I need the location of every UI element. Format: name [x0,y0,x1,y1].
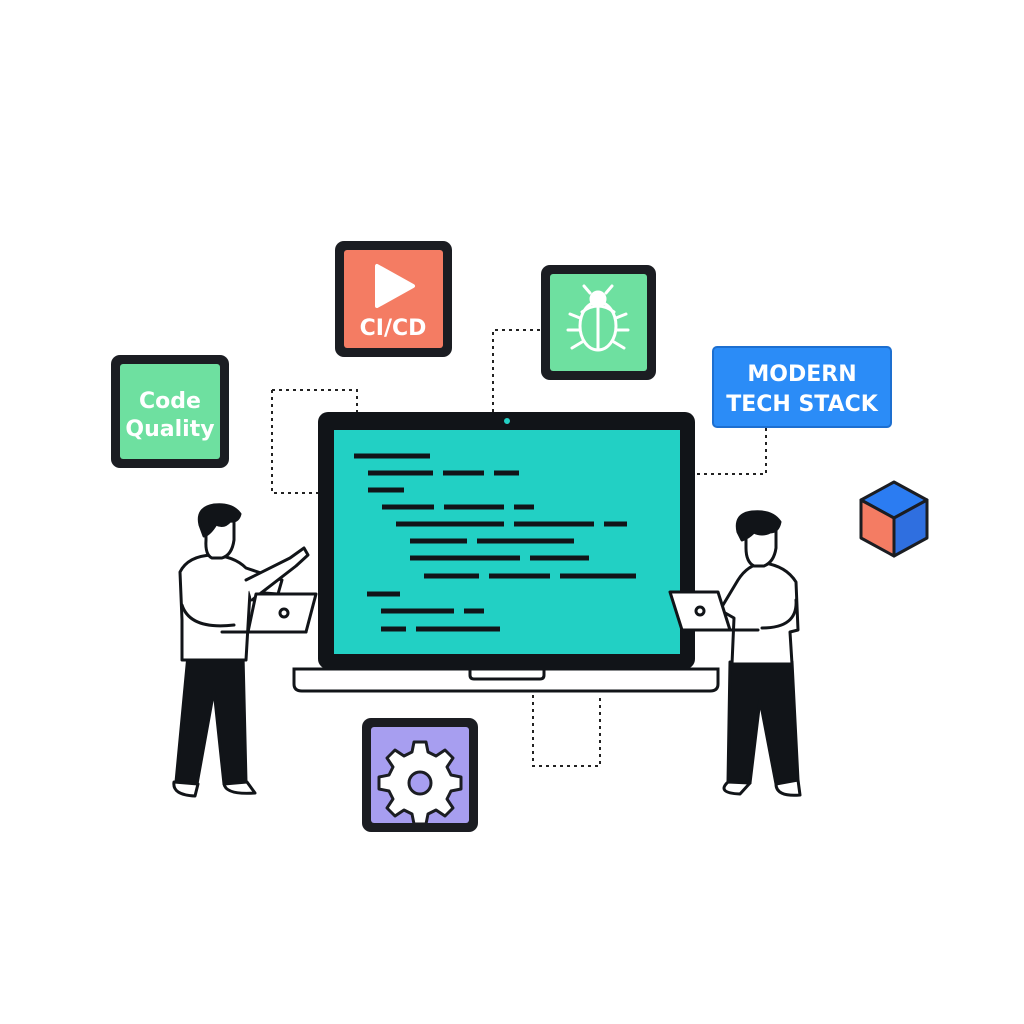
play-icon [375,264,415,308]
person-right-laptop [668,590,760,632]
cicd-tile: CI/CD [335,241,452,357]
cube-icon [859,480,929,558]
code-quality-line1: Code [139,389,201,414]
settings-tile [362,718,478,832]
cicd-label: CI/CD [360,316,427,341]
bug-icon [566,284,630,352]
person-left-laptop [220,592,318,634]
person-left-legs [174,653,248,786]
person-left-hair [197,503,242,538]
code-quality-tile: Code Quality [111,355,229,468]
bug-tile [541,265,656,380]
connector-bug [492,329,540,412]
tech-stack-line1: MODERN [747,362,856,387]
laptop-notch [468,669,546,681]
person-right-hair [735,510,782,542]
tech-stack-badge: MODERN TECH STACK [712,346,892,428]
tech-stack-line2: TECH STACK [726,392,879,417]
connector-settings [532,695,601,767]
code-quality-fill [120,364,220,459]
person-right-legs [726,660,800,786]
code-quality-line2: Quality [125,417,214,442]
connector-code-quality [271,389,358,494]
connector-tech-stack [696,428,767,475]
laptop-camera [504,418,510,424]
gear-icon [377,740,463,826]
laptop [292,412,720,693]
person-right [668,510,802,797]
code-lines [354,453,636,632]
person-left-arm [244,546,310,602]
person-left [172,503,318,798]
connector-lines [271,329,767,767]
person-right-shirt [718,561,800,666]
